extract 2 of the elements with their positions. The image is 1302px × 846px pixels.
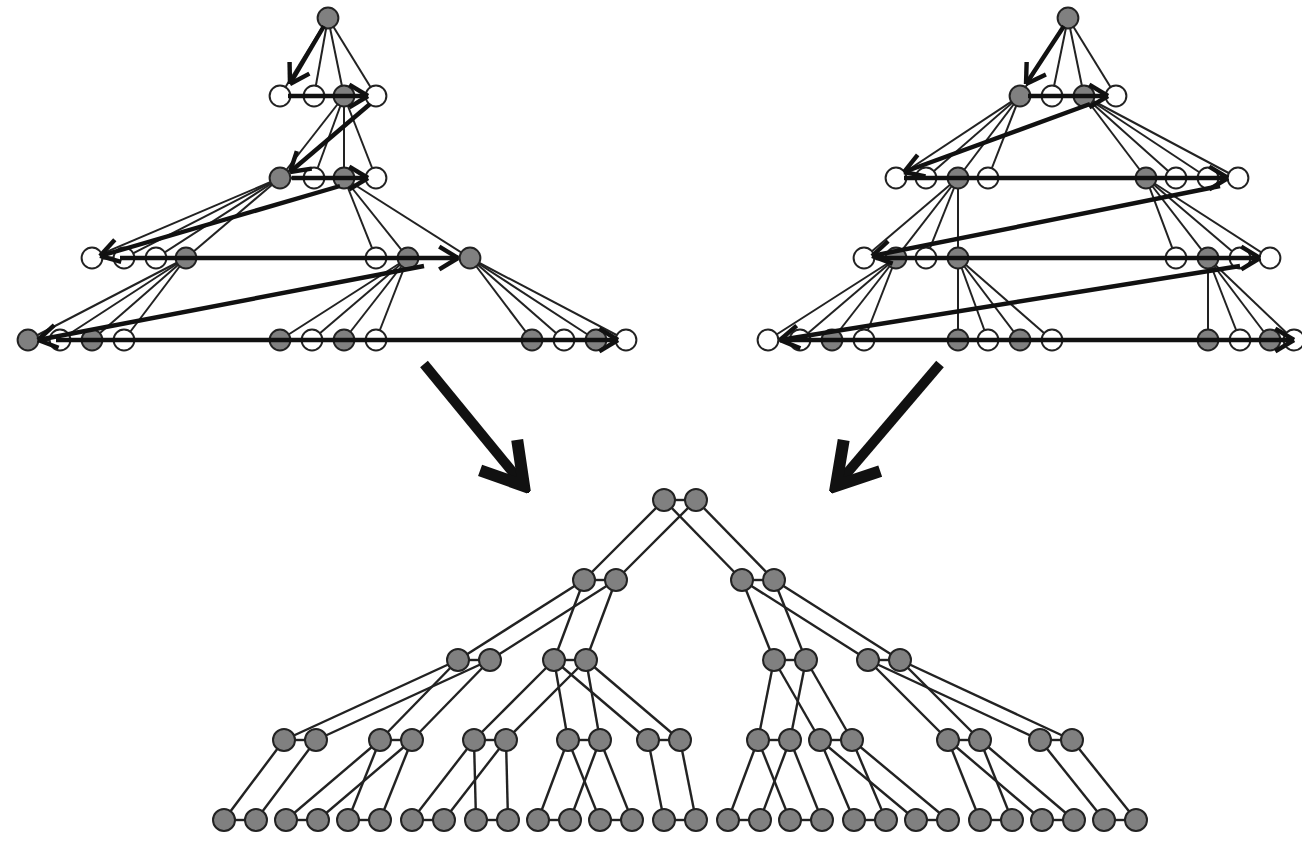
arrow bbox=[420, 360, 530, 492]
arrow bbox=[830, 360, 944, 492]
